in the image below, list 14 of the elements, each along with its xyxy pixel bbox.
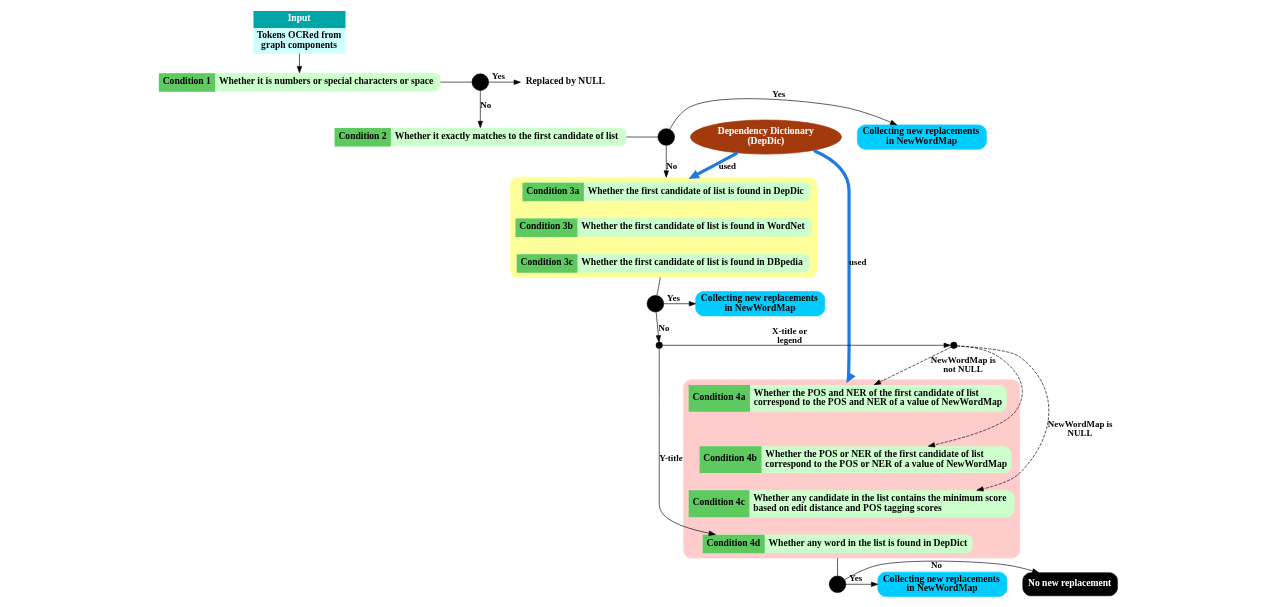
edge-label: NewWordMap is NULL: [1047, 418, 1113, 438]
edge-label: No: [931, 559, 942, 570]
edge-label: X-title or legend: [772, 325, 808, 345]
edge-label: NewWordMap is not NULL: [930, 355, 996, 375]
edge-label: No: [658, 322, 670, 333]
edge-label: used: [718, 161, 737, 172]
edge-label: Yes: [667, 292, 680, 303]
edge-label: No: [480, 100, 492, 111]
edge-label: No: [666, 161, 678, 172]
edge-label: Y-title: [659, 453, 683, 464]
edge-label: Yes: [491, 71, 505, 82]
edge-label: Yes: [849, 573, 863, 584]
edge-label: Yes: [772, 89, 786, 100]
node-text: Replaced by NULL: [525, 74, 605, 86]
